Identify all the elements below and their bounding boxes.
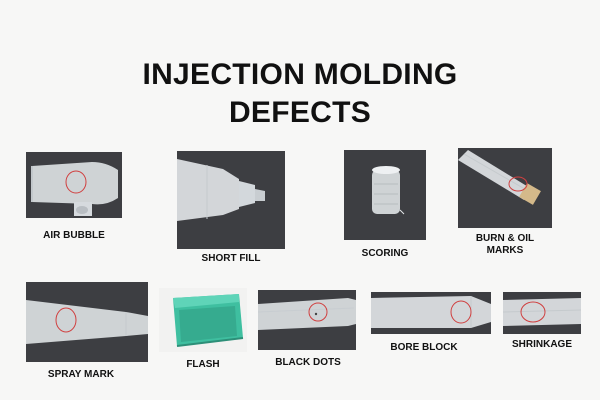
title-line-1: INJECTION MOLDING bbox=[142, 58, 458, 91]
air-bubble-photo bbox=[26, 152, 122, 218]
shrinkage-label: SHRINKAGE bbox=[511, 339, 572, 350]
short-fill-photo bbox=[177, 151, 285, 249]
black-dots-photo bbox=[258, 290, 356, 350]
flash-label: FLASH bbox=[186, 359, 220, 370]
burn-oil-marks-label-line1: BURN & OIL bbox=[475, 233, 535, 244]
black-dots-label: BLACK DOTS bbox=[275, 357, 341, 368]
flash-photo bbox=[159, 288, 247, 352]
short-fill-label: SHORT FILL bbox=[201, 253, 261, 264]
bore-block-label: BORE BLOCK bbox=[390, 342, 458, 353]
burn-oil-marks-label-line2: MARKS bbox=[486, 245, 524, 256]
air-bubble-label: AIR BUBBLE bbox=[43, 230, 105, 241]
scoring-label: SCORING bbox=[361, 248, 409, 259]
spray-mark-label: SPRAY MARK bbox=[47, 369, 115, 380]
burn-oil-marks-photo bbox=[458, 148, 552, 228]
spray-mark-photo bbox=[26, 282, 148, 362]
bore-block-photo bbox=[371, 292, 491, 334]
scoring-photo bbox=[344, 150, 426, 240]
shrinkage-photo bbox=[503, 292, 581, 334]
title-line-2: DEFECTS bbox=[228, 96, 372, 129]
